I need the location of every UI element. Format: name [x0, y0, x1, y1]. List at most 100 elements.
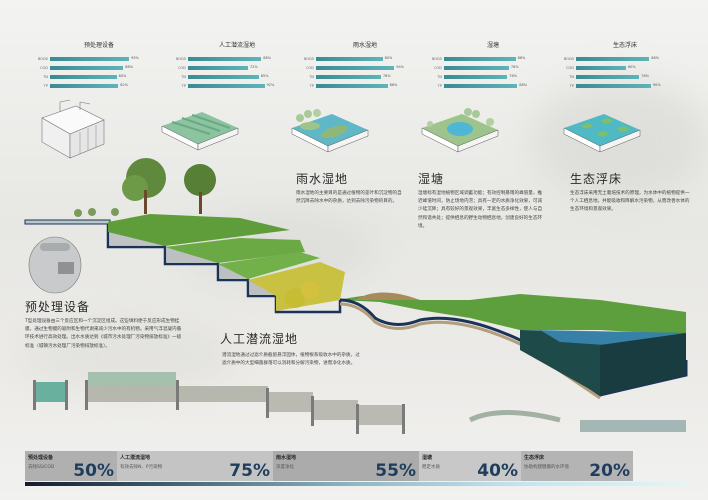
chart-value: 85%: [260, 73, 269, 78]
wet-pond-heading: 湿塘: [418, 172, 445, 186]
chart-bar: [444, 65, 509, 70]
wet-pond-thumbnail: [421, 108, 499, 153]
chart-value: 88%: [651, 55, 660, 60]
chart-title: 雨水湿地: [352, 42, 377, 49]
rain-wetland-description: 雨水湿地的主要目的是通过植物的茎叶和沉淀物的自然沉降去除水中的杂质，达到去除污染…: [296, 191, 402, 205]
subsurface-wetland-thumbnail: [161, 112, 239, 151]
stat-subsurface: 人工潜流湿地 有效去除N、P污染物 75%: [117, 451, 273, 481]
chart-category-label: TN: [569, 74, 574, 79]
chart-bar: [576, 74, 640, 79]
chart-category-label: COD: [566, 65, 574, 70]
chart-bar: [576, 56, 650, 61]
removal-rate-bar: 预处理设备 去除SS/COD 50% 人工潜流湿地 有效去除N、P污染物 75%…: [25, 451, 685, 481]
chart-row: BOD5 86%: [424, 54, 542, 63]
chart-bar: [188, 56, 262, 61]
chart-value: 60%: [627, 64, 636, 69]
chart-category-label: TN: [43, 74, 48, 79]
gradient-divider: [25, 482, 685, 486]
chart-bar: [576, 83, 651, 88]
chart-bar: [50, 56, 130, 61]
chart-category-label: TP: [569, 83, 574, 88]
rain-wetland-thumbnail: [291, 109, 369, 153]
chart-category-label: TP: [309, 83, 314, 88]
chart-row: TN 80%: [30, 72, 148, 81]
stat-wet-pond: 湿塘 稳定水质 40%: [419, 451, 521, 481]
floating-bed-description: 生态浮床采用无土栽培技术的原理，为水体中的植物提供一个人工栖息地，并能吸收和降解…: [570, 191, 690, 213]
chart-bar: [50, 65, 124, 70]
chart-row: TP 90%: [556, 81, 674, 90]
stat-rain-wetland: 雨水湿地 深度净化 55%: [273, 451, 419, 481]
chart-category-label: BOD5: [175, 56, 186, 61]
stat-floating-bed: 生态浮床 协助构建健康的水环境 20%: [521, 451, 633, 481]
pretreatment-heading: 预处理设备: [25, 300, 91, 314]
chart-value: 95%: [131, 55, 139, 60]
chart-value: 82%: [120, 82, 129, 87]
chart-row: BOD5 88%: [556, 54, 674, 63]
chart-bar: [444, 56, 516, 61]
chart-bar: [50, 74, 117, 79]
chart-value: 90%: [652, 82, 661, 87]
chart-row: BOD5 95%: [30, 54, 148, 63]
wet-pond-description: 湿塘标有湿地植物区域调蓄功能；有效控制暴雨的峰值量，推迟峰值时间，防止场地内涝；…: [418, 191, 543, 229]
chart-bar: [188, 83, 265, 88]
chart-value: 72%: [249, 64, 258, 69]
chart-value: 86%: [389, 82, 398, 87]
chart-row: COD 94%: [296, 63, 414, 72]
chart-row: TN 76%: [556, 72, 674, 81]
subsurface-heading: 人工潜流湿地: [220, 332, 299, 346]
chart-category-label: COD: [306, 65, 314, 70]
chart-row: COD 60%: [556, 63, 674, 72]
chart-row: TP 92%: [168, 81, 286, 90]
chart-value: 76%: [641, 73, 650, 78]
chart-category-label: BOD5: [431, 56, 442, 61]
chart-value: 76%: [509, 73, 518, 78]
chart-bar: [316, 74, 381, 79]
removal-chart-rain: 雨水湿地 BOD5 80% COD 94% TN 78% TP 86%: [296, 40, 414, 90]
chart-category-label: TN: [309, 74, 314, 79]
pretreatment-device-thumbnail: [41, 99, 105, 159]
wetland-cross-section-illustration: [24, 158, 688, 434]
floating-bed-heading: 生态浮床: [570, 172, 623, 186]
chart-value: 86%: [517, 55, 526, 60]
chart-value: 92%: [266, 82, 275, 87]
chart-value: 88%: [519, 82, 528, 87]
chart-category-label: COD: [178, 65, 186, 70]
chart-value: 80%: [384, 55, 393, 60]
chart-category-label: TP: [43, 83, 48, 88]
stat-percent: 55%: [375, 461, 416, 481]
chart-category-label: TP: [437, 83, 442, 88]
stat-percent: 40%: [477, 461, 518, 481]
chart-row: TP 86%: [296, 81, 414, 90]
chart-bar: [444, 74, 508, 79]
chart-category-label: COD: [40, 65, 48, 70]
chart-title: 预处理设备: [83, 42, 114, 49]
chart-category-label: COD: [434, 65, 442, 70]
chart-title: 湿塘: [486, 42, 499, 49]
chart-bar: [576, 65, 626, 70]
chart-bar: [316, 83, 388, 88]
chart-bar: [316, 65, 395, 70]
chart-category-label: TN: [181, 74, 186, 79]
chart-row: TP 88%: [424, 81, 542, 90]
stat-percent: 20%: [589, 461, 630, 481]
chart-row: COD 72%: [168, 63, 286, 72]
chart-value: 94%: [396, 64, 405, 69]
floating-bed-thumbnail: [563, 114, 641, 153]
stat-percent: 50%: [73, 461, 114, 481]
chart-category-label: TP: [181, 83, 186, 88]
chart-category-label: BOD5: [303, 56, 314, 61]
chart-value: 78%: [382, 73, 391, 78]
chart-value: 80%: [118, 73, 127, 78]
subsurface-description: 潜流湿地通过过滤介质截留悬浮固体，植物根系吸收水中的杂质，过滤介质中的大型细菌群…: [222, 353, 360, 367]
stat-pretreatment: 预处理设备 去除SS/COD 50%: [25, 451, 117, 481]
chart-category-label: BOD5: [563, 56, 574, 61]
chart-row: BOD5 80%: [296, 54, 414, 63]
chart-category-label: BOD5: [37, 56, 48, 61]
stat-percent: 75%: [229, 461, 270, 481]
chart-row: TN 85%: [168, 72, 286, 81]
